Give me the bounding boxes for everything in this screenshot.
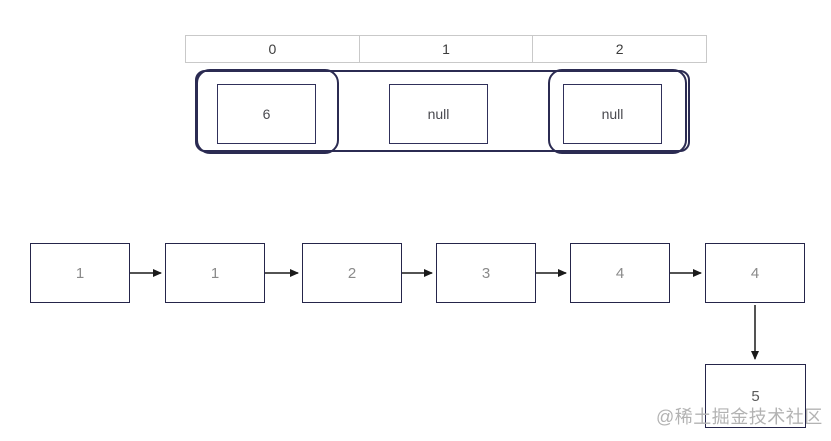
list-node: 3 — [436, 243, 536, 303]
bucket-index-1: 1 — [359, 35, 534, 63]
bucket-index-header: 0 1 2 — [185, 35, 708, 63]
bucket-index-0: 0 — [185, 35, 360, 63]
list-node: 5 — [705, 364, 806, 428]
bucket-1-value: null — [389, 84, 488, 144]
bucket-0-value: 6 — [217, 84, 316, 144]
bucket-2-value: null — [563, 84, 662, 144]
list-node: 4 — [705, 243, 805, 303]
list-node: 4 — [570, 243, 670, 303]
bucket-0-highlight-ring — [196, 69, 339, 154]
bucket-index-2: 2 — [533, 35, 708, 63]
list-node: 2 — [302, 243, 402, 303]
list-node: 1 — [165, 243, 265, 303]
list-node: 1 — [30, 243, 130, 303]
bucket-2-highlight-ring — [548, 69, 687, 154]
watermark-text: @稀土掘金技术社区 — [656, 407, 823, 427]
